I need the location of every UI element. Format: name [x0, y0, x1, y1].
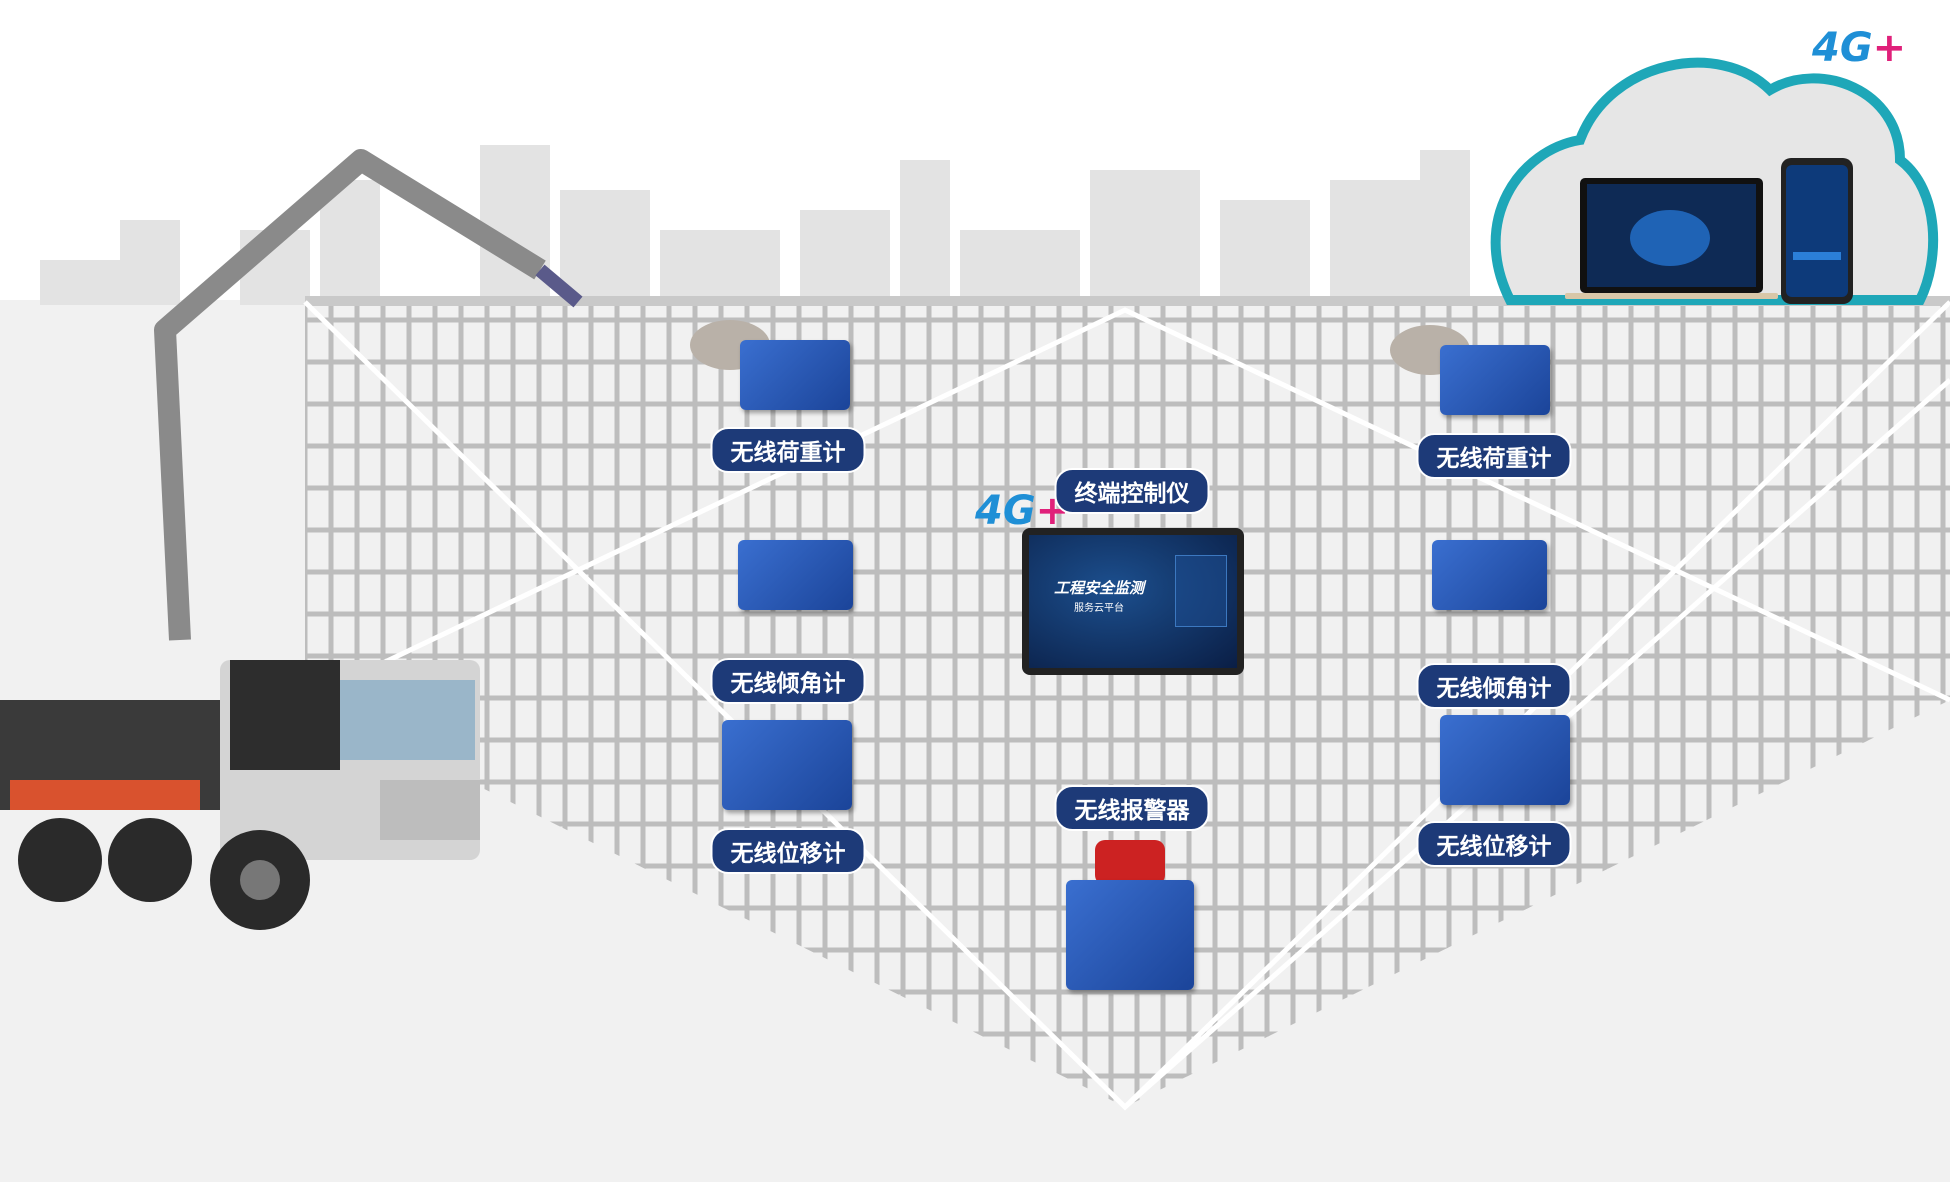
label-load-cell-left: 无线荷重计 — [710, 427, 866, 473]
wireless-inclinometer-right — [1432, 540, 1547, 610]
label-load-cell-right: 无线荷重计 — [1416, 433, 1572, 479]
phone — [1781, 158, 1853, 304]
label-displacement-right: 无线位移计 — [1416, 821, 1572, 867]
label-displacement-left: 无线位移计 — [710, 828, 866, 874]
concrete-pump-boom — [154, 149, 583, 641]
wireless-alarm — [1060, 840, 1200, 1020]
wireless-displacement-right — [1440, 715, 1570, 805]
label-inclinometer-left: 无线倾角计 — [710, 658, 866, 704]
concrete-pump-truck — [0, 660, 480, 930]
screen-subtitle: 服务云平台 — [1074, 603, 1124, 614]
label-alarm: 无线报警器 — [1054, 785, 1210, 831]
4g-badge-cloud: 4G+ — [1812, 25, 1907, 71]
city-skyline — [40, 145, 1470, 305]
screen-title: 工程安全监测 — [1054, 579, 1145, 597]
label-terminal: 终端控制仪 — [1054, 468, 1210, 514]
wireless-load-cell-right — [1390, 315, 1590, 425]
wireless-displacement-left — [722, 720, 852, 810]
wireless-inclinometer-left — [738, 540, 853, 610]
laptop — [1565, 178, 1778, 299]
label-inclinometer-right: 无线倾角计 — [1416, 663, 1572, 709]
wireless-load-cell-left — [690, 310, 890, 420]
terminal-controller: 工程安全监测 服务云平台 — [1022, 528, 1244, 675]
